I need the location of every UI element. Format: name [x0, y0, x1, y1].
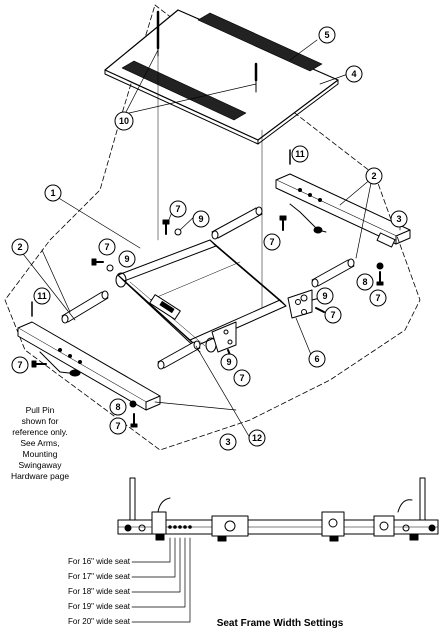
note-line: shown for — [22, 416, 59, 426]
callout-8: 8 — [356, 273, 374, 291]
callout-9: 9 — [192, 210, 210, 228]
callout-label: 9 — [198, 214, 203, 224]
callout-label: 7 — [115, 421, 120, 431]
callout-7: 7 — [109, 417, 127, 435]
bolt — [315, 307, 325, 313]
note-line: reference only. — [12, 427, 68, 437]
seat-strip-top — [197, 12, 323, 72]
bolt — [279, 215, 287, 231]
width-setting-leaders — [131, 537, 191, 623]
callout-4: 4 — [345, 65, 363, 83]
tube — [311, 258, 355, 288]
callout-11: 11 — [33, 287, 51, 305]
seat-strip-bottom — [121, 60, 247, 121]
callout-label: 5 — [324, 30, 329, 40]
callout-label: 7 — [375, 293, 380, 303]
callout-label: 7 — [269, 237, 274, 247]
washer — [300, 294, 308, 302]
callout-label: 2 — [17, 242, 22, 252]
width-settings-frame — [117, 477, 439, 542]
tube — [211, 206, 263, 240]
bolt — [31, 360, 47, 368]
width-label-19: For 19" wide seat — [68, 602, 131, 611]
width-setting-labels: For 16" wide seat For 17" wide seat For … — [68, 557, 131, 626]
bolt — [130, 413, 138, 428]
callout-label: 6 — [314, 354, 319, 364]
callout-8: 8 — [109, 398, 127, 416]
width-label-18: For 18" wide seat — [68, 587, 131, 596]
callout-5: 5 — [318, 26, 336, 44]
callout-12: 12 — [248, 429, 266, 447]
pull-pin-note: Pull Pin shown for reference only. See A… — [11, 405, 69, 481]
callout-label: 10 — [119, 116, 129, 126]
callout-label: 7 — [239, 373, 244, 383]
note-line: Swingaway — [19, 460, 63, 470]
callout-label: 9 — [124, 254, 129, 264]
nut — [129, 400, 137, 408]
callout-label: 8 — [115, 402, 120, 412]
washer — [174, 228, 182, 236]
seat-frame — [115, 239, 287, 353]
assembly-boundary — [4, 4, 421, 451]
callout-7: 7 — [233, 369, 251, 387]
callout-2: 2 — [11, 238, 29, 256]
callout-label: 3 — [396, 214, 401, 224]
figure-caption: Seat Frame Width Settings — [217, 618, 344, 629]
callout-label: 9 — [226, 357, 231, 367]
bracket-right — [287, 289, 321, 319]
callout-7: 7 — [98, 238, 116, 256]
seat-pan — [104, 9, 339, 145]
callout-3: 3 — [219, 433, 237, 451]
callout-10: 10 — [114, 111, 134, 131]
callout-7: 7 — [11, 356, 29, 374]
bolt — [162, 219, 170, 235]
width-label-16: For 16" wide seat — [68, 557, 131, 566]
callout-label: 7 — [17, 360, 22, 370]
nut — [376, 262, 384, 270]
callout-label: 2 — [371, 171, 376, 181]
width-label-17: For 17" wide seat — [68, 572, 131, 581]
callout-11: 11 — [291, 145, 309, 163]
callout-9: 9 — [316, 287, 334, 305]
callout-7: 7 — [263, 233, 281, 251]
callout-1: 1 — [44, 184, 62, 202]
callout-label: 7 — [104, 242, 109, 252]
callout-label: 11 — [37, 291, 47, 301]
callout-7: 7 — [324, 306, 342, 324]
side-rail-left — [17, 321, 161, 411]
washer — [106, 264, 114, 272]
note-line: See Arms, — [20, 438, 59, 448]
callout-label: 4 — [351, 69, 356, 79]
callout-label: 3 — [225, 437, 230, 447]
note-line: Pull Pin — [26, 405, 55, 415]
callout-label: 8 — [362, 277, 367, 287]
callout-6: 6 — [308, 350, 326, 368]
note-line: Hardware page — [11, 471, 69, 481]
callout-label: 9 — [322, 291, 327, 301]
callout-label: 12 — [252, 433, 262, 443]
callout-7: 7 — [169, 200, 187, 218]
bolt — [376, 271, 384, 286]
leader-lines — [19, 39, 401, 439]
callout-9: 9 — [118, 250, 136, 268]
callout-label: 1 — [50, 188, 55, 198]
callout-3: 3 — [390, 210, 408, 228]
bolt — [91, 258, 104, 266]
callout-label: 7 — [175, 204, 180, 214]
width-label-20: For 20" wide seat — [68, 617, 131, 626]
callout-2: 2 — [365, 167, 383, 185]
callout-label: 7 — [330, 310, 335, 320]
side-rail-right — [275, 173, 411, 248]
tube — [157, 340, 201, 370]
callout-7: 7 — [369, 289, 387, 307]
note-line: Mounting — [23, 449, 58, 459]
callout-label: 11 — [295, 149, 305, 159]
tube — [61, 290, 109, 324]
callout-9: 9 — [220, 353, 238, 371]
